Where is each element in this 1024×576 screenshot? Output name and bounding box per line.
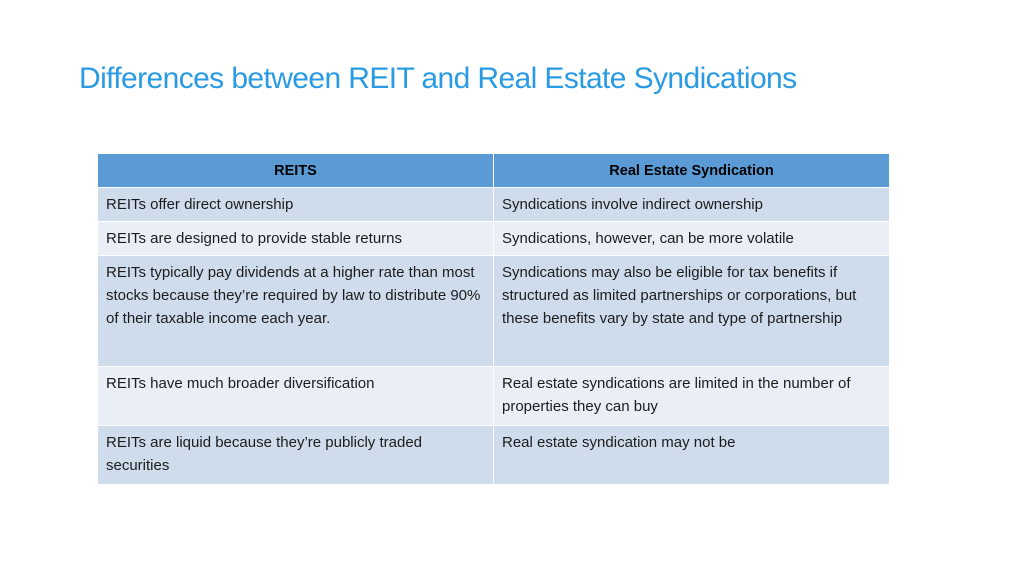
- table-row: REITs have much broader diversification …: [97, 366, 890, 426]
- table-cell-reits: REITs typically pay dividends at a highe…: [97, 255, 494, 367]
- table-row: REITs are liquid because they’re publicl…: [97, 425, 890, 485]
- table-cell-syndication: Syndications, however, can be more volat…: [493, 221, 890, 256]
- table-cell-reits: REITs have much broader diversification: [97, 366, 494, 426]
- table-cell-syndication: Syndications may also be eligible for ta…: [493, 255, 890, 367]
- table-cell-syndication: Real estate syndications are limited in …: [493, 366, 890, 426]
- header-reits: REITS: [97, 153, 494, 188]
- header-real-estate-syndication: Real Estate Syndication: [493, 153, 890, 188]
- table-cell-syndication: Syndications involve indirect ownership: [493, 187, 890, 222]
- slide-title: Differences between REIT and Real Estate…: [79, 62, 797, 95]
- table-row: REITs typically pay dividends at a highe…: [97, 255, 890, 367]
- table-cell-reits: REITs are designed to provide stable ret…: [97, 221, 494, 256]
- comparison-table-container: REITS Real Estate Syndication REITs offe…: [97, 153, 890, 485]
- table-row: REITs offer direct ownership Syndication…: [97, 187, 890, 222]
- table-cell-reits: REITs are liquid because they’re publicl…: [97, 425, 494, 485]
- table-cell-reits: REITs offer direct ownership: [97, 187, 494, 222]
- table-header-row: REITS Real Estate Syndication: [97, 153, 890, 188]
- table-row: REITs are designed to provide stable ret…: [97, 221, 890, 256]
- comparison-table: REITS Real Estate Syndication REITs offe…: [97, 153, 890, 485]
- table-cell-syndication: Real estate syndication may not be: [493, 425, 890, 485]
